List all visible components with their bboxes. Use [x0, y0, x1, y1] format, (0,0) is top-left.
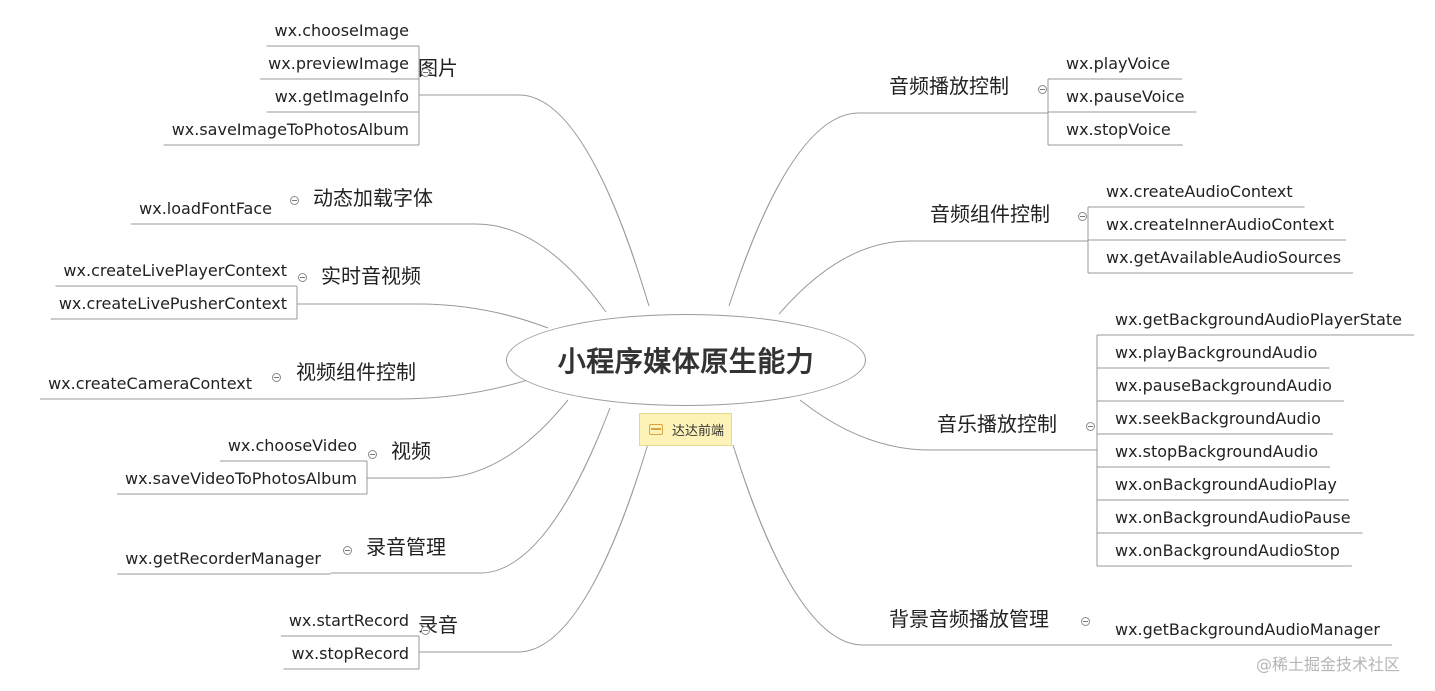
branch-label-audio[interactable]: 音频组件控制 — [930, 202, 1050, 226]
leaf-camera-0[interactable]: wx.createCameraContext — [48, 374, 252, 393]
branch-label-music[interactable]: 音乐播放控制 — [937, 412, 1057, 436]
branch-connector-audio — [778, 240, 1088, 315]
label-tag[interactable]: 达达前端 — [639, 413, 732, 446]
leaf-music-1[interactable]: wx.playBackgroundAudio — [1115, 343, 1318, 362]
leaf-recorder-0[interactable]: wx.getRecorderManager — [125, 549, 321, 568]
collapse-toggle-recorder[interactable] — [343, 546, 352, 555]
branch-label-bgaudio[interactable]: 背景音频播放管理 — [889, 607, 1049, 631]
leaf-font-0[interactable]: wx.loadFontFace — [139, 199, 272, 218]
collapse-toggle-music[interactable] — [1086, 422, 1095, 431]
collapse-toggle-audio[interactable] — [1078, 212, 1087, 221]
collapse-toggle-live[interactable] — [298, 273, 307, 282]
leaf-music-2[interactable]: wx.pauseBackgroundAudio — [1115, 376, 1332, 395]
branch-connector-live — [297, 303, 549, 329]
leaf-record-0[interactable]: wx.startRecord — [288, 611, 409, 630]
leaf-live-0[interactable]: wx.createLivePlayerContext — [63, 261, 287, 280]
branch-connector-voice — [728, 112, 1048, 307]
branch-connector-camera — [262, 379, 529, 400]
branch-connector-music — [799, 399, 1097, 451]
leaf-live-1[interactable]: wx.createLivePusherContext — [58, 294, 287, 313]
leaf-audio-0[interactable]: wx.createAudioContext — [1106, 182, 1293, 201]
branch-connector-record — [419, 443, 649, 653]
leaf-record-1[interactable]: wx.stopRecord — [291, 644, 409, 663]
watermark: @稀土掘金技术社区 — [1256, 655, 1401, 674]
leaf-audio-2[interactable]: wx.getAvailableAudioSources — [1106, 248, 1342, 267]
branch-connector-video — [367, 399, 569, 479]
collapse-toggle-record[interactable] — [421, 626, 430, 635]
leaf-music-6[interactable]: wx.onBackgroundAudioPause — [1115, 508, 1351, 527]
label-tag-text: 达达前端 — [672, 424, 725, 439]
leaf-image-1[interactable]: wx.previewImage — [268, 54, 409, 73]
center-node[interactable]: 小程序媒体原生能力 — [506, 314, 866, 406]
branch-label-live[interactable]: 实时音视频 — [321, 264, 421, 288]
branch-label-camera[interactable]: 视频组件控制 — [296, 360, 416, 384]
collapse-toggle-camera[interactable] — [272, 373, 281, 382]
leaf-voice-1[interactable]: wx.pauseVoice — [1066, 87, 1185, 106]
branch-label-voice[interactable]: 音频播放控制 — [889, 74, 1009, 98]
collapse-toggle-font[interactable] — [290, 196, 299, 205]
leaf-music-5[interactable]: wx.onBackgroundAudioPlay — [1115, 475, 1337, 494]
collapse-toggle-voice[interactable] — [1038, 85, 1047, 94]
leaf-music-0[interactable]: wx.getBackgroundAudioPlayerState — [1115, 310, 1402, 329]
leaf-video-0[interactable]: wx.chooseVideo — [227, 436, 357, 455]
branch-connector-recorder — [331, 407, 611, 574]
branch-label-font[interactable]: 动态加载字体 — [313, 186, 433, 210]
leaf-bgaudio-0[interactable]: wx.getBackgroundAudioManager — [1115, 620, 1380, 639]
branch-connector-font — [282, 223, 607, 313]
leaf-video-1[interactable]: wx.saveVideoToPhotosAlbum — [124, 469, 357, 488]
branch-label-recorder[interactable]: 录音管理 — [366, 535, 446, 559]
center-title: 小程序媒体原生能力 — [557, 345, 815, 378]
collapse-toggle-image[interactable] — [421, 68, 430, 77]
collapse-toggle-bgaudio[interactable] — [1081, 617, 1090, 626]
branch-connector-bgaudio — [732, 444, 1097, 646]
leaf-image-2[interactable]: wx.getImageInfo — [274, 87, 409, 106]
leaf-music-4[interactable]: wx.stopBackgroundAudio — [1115, 442, 1319, 461]
collapse-toggle-video[interactable] — [368, 450, 377, 459]
leaf-music-3[interactable]: wx.seekBackgroundAudio — [1115, 409, 1321, 428]
leaf-voice-2[interactable]: wx.stopVoice — [1066, 120, 1171, 139]
leaf-image-0[interactable]: wx.chooseImage — [274, 21, 409, 40]
branch-label-video[interactable]: 视频 — [391, 439, 431, 463]
leaf-music-7[interactable]: wx.onBackgroundAudioStop — [1115, 541, 1340, 560]
leaf-image-3[interactable]: wx.saveImageToPhotosAlbum — [171, 120, 409, 139]
leaf-audio-1[interactable]: wx.createInnerAudioContext — [1106, 215, 1335, 234]
note-icon — [649, 424, 663, 435]
leaf-voice-0[interactable]: wx.playVoice — [1066, 54, 1171, 73]
branch-connector-image — [419, 94, 650, 307]
